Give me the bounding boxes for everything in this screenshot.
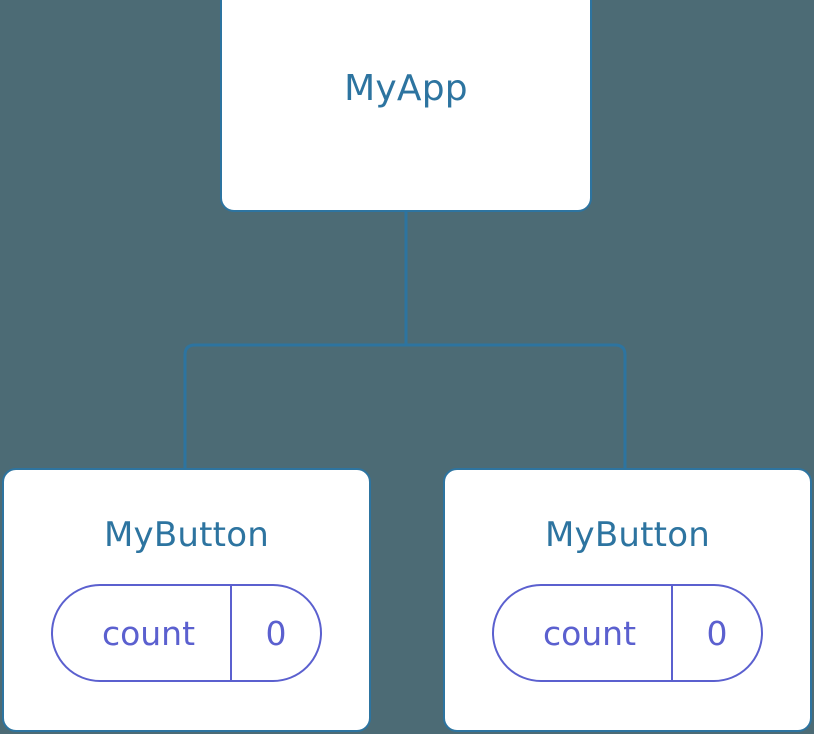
state-divider <box>671 586 673 680</box>
edge-root-to-child-right <box>406 343 627 468</box>
state-pill[interactable]: count 0 <box>51 584 322 682</box>
state-key: count <box>542 613 637 653</box>
node-title: MyButton <box>104 515 269 555</box>
state-key: count <box>101 613 196 653</box>
state-divider <box>230 586 232 680</box>
node-myapp[interactable]: MyApp <box>220 0 592 212</box>
node-mybutton-right[interactable]: MyButton count 0 <box>443 468 812 732</box>
state-value: 0 <box>265 613 287 653</box>
node-title: MyButton <box>545 515 710 555</box>
node-title: MyApp <box>344 68 468 109</box>
state-value: 0 <box>706 613 728 653</box>
state-pill[interactable]: count 0 <box>492 584 763 682</box>
edge-root-to-child-left <box>183 343 406 468</box>
node-mybutton-left[interactable]: MyButton count 0 <box>2 468 371 732</box>
